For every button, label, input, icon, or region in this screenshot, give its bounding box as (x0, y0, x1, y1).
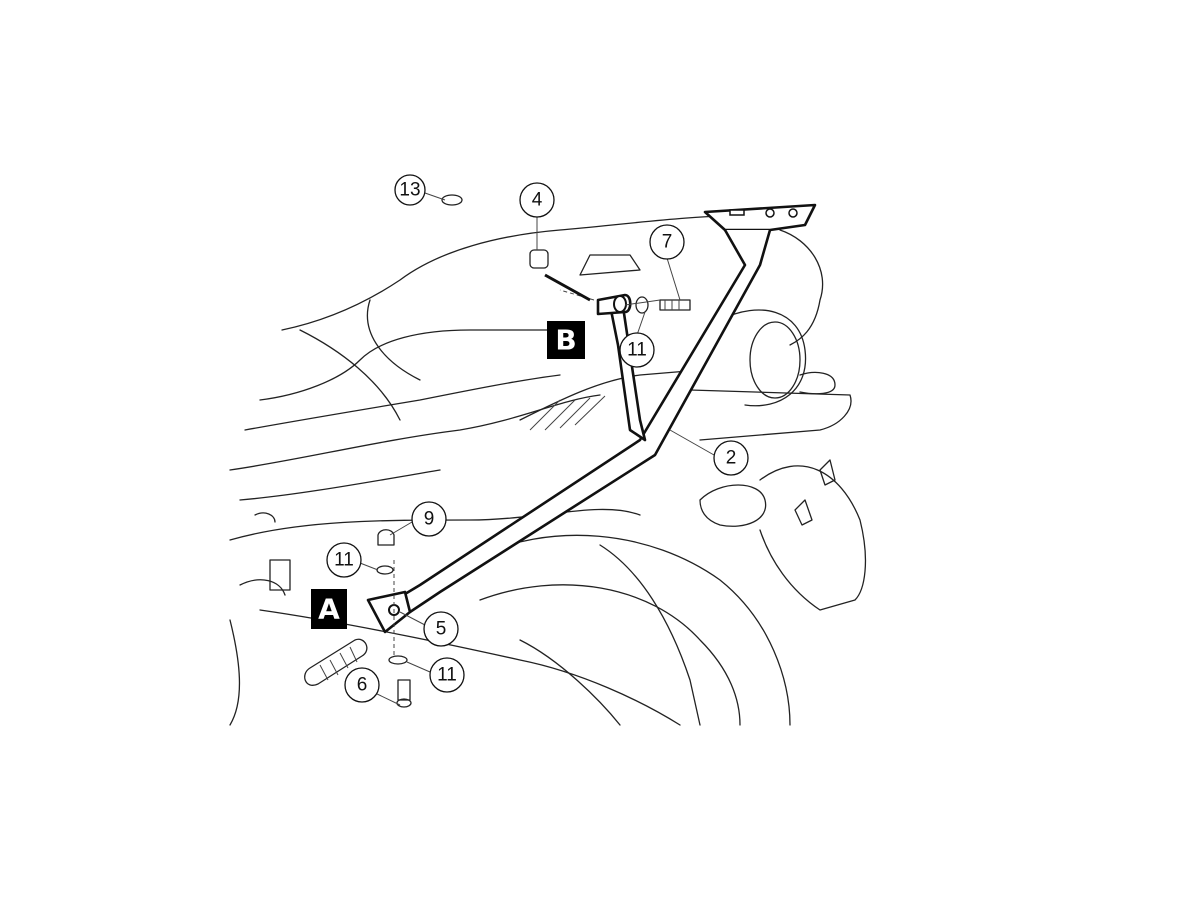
svg-text:A: A (318, 593, 340, 626)
callout-11-upper: 11 (619, 332, 655, 368)
svg-text:4: 4 (532, 190, 543, 211)
svg-text:7: 7 (662, 232, 673, 253)
svg-text:11: 11 (334, 550, 354, 571)
svg-text:2: 2 (726, 448, 737, 469)
callout-9: 9 (411, 501, 447, 537)
hardware (376, 194, 691, 708)
callout-4: 4 (519, 182, 555, 218)
callout-11-lower: 11 (429, 657, 465, 693)
mount-point-a-marker: A (311, 589, 347, 629)
svg-text:11: 11 (627, 340, 647, 361)
mount-point-b-marker: B (547, 321, 585, 359)
svg-text:13: 13 (399, 180, 420, 201)
leader-lines (359, 192, 715, 706)
rack-frame (366, 203, 817, 634)
callout-6: 6 (344, 667, 380, 703)
motorcycle-outline (229, 214, 867, 726)
svg-text:5: 5 (436, 619, 447, 640)
svg-text:11: 11 (437, 665, 457, 686)
svg-text:9: 9 (424, 509, 435, 530)
callout-13: 13 (394, 174, 426, 206)
svg-text:6: 6 (357, 675, 368, 696)
callout-11-middle: 11 (326, 542, 362, 578)
callout-7: 7 (649, 224, 685, 260)
callout-2: 2 (713, 440, 749, 476)
callout-5: 5 (423, 611, 459, 647)
svg-text:B: B (555, 324, 576, 357)
